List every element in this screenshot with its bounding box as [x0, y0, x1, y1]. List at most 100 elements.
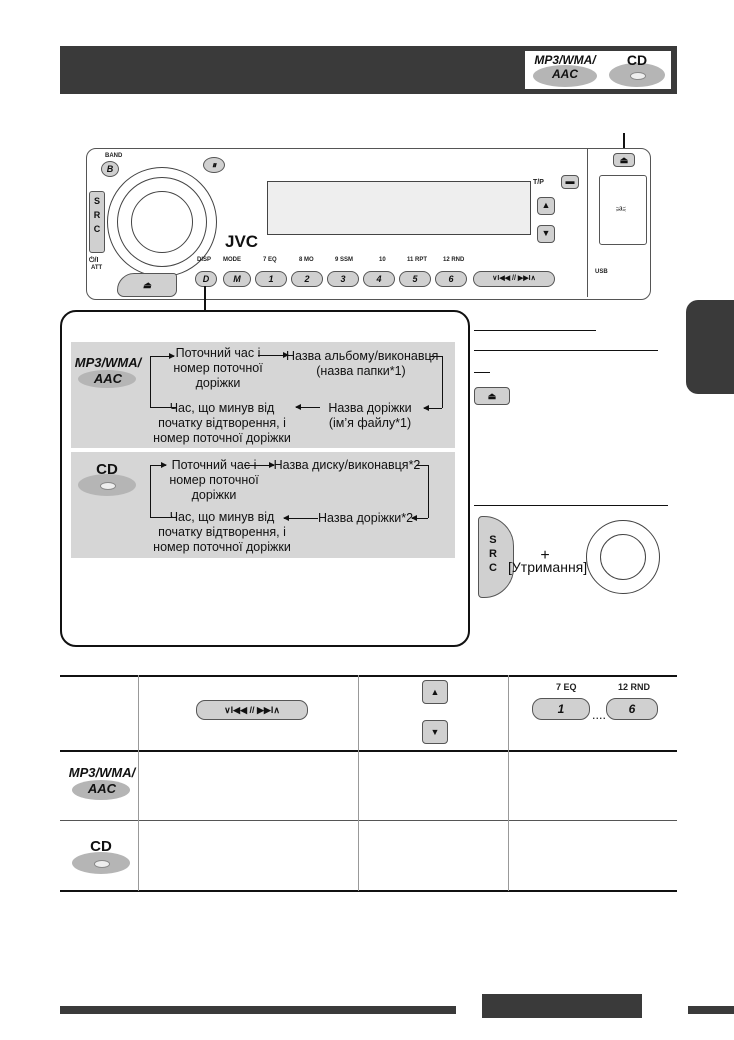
- arrow: [150, 462, 167, 468]
- mp3-album-artist-1: Назва альбому/виконавця: [286, 349, 439, 363]
- mp3-elapsed-1: Час, що минув від: [169, 401, 275, 415]
- rnd-label: 12 RND: [443, 257, 465, 263]
- volume-knob-center: [131, 191, 193, 253]
- tp-label: T/P: [533, 179, 544, 186]
- eject-tray-button[interactable]: ⏏: [117, 273, 177, 297]
- footer-bar: [60, 1006, 456, 1014]
- cd-logo: CD: [96, 461, 118, 478]
- arrow: [283, 515, 318, 521]
- cd-current-time-2: номер поточної: [169, 473, 259, 487]
- band-label: BAND: [105, 153, 123, 159]
- table-bottom-rule: [60, 890, 677, 892]
- text-line: [474, 330, 596, 331]
- cd-current-time-1: Поточний час і: [171, 458, 257, 472]
- text-line: [474, 350, 658, 351]
- cd-elapsed-2: початку відтворення, і: [158, 525, 286, 539]
- arrow: [258, 352, 289, 358]
- preset-2-button[interactable]: 2: [291, 271, 323, 287]
- eq-label: 7 EQ: [263, 257, 277, 263]
- arrow: [244, 462, 275, 468]
- mp3-track-name-2: (ім’я файлу*1): [328, 416, 412, 430]
- cd-current-time-3: доріжки: [191, 488, 237, 502]
- eject-button[interactable]: ⏏: [613, 153, 635, 167]
- preset-1-button[interactable]: 1: [255, 271, 287, 287]
- mp3-elapsed-3: номер поточної доріжки: [153, 431, 291, 445]
- preset-1-illustration: 1: [532, 698, 590, 720]
- arrow-line: [416, 465, 428, 466]
- disp-label: DISP: [197, 257, 212, 263]
- ssm-label: 9 SSM: [335, 257, 354, 263]
- footer-block: [482, 994, 642, 1018]
- tp-button[interactable]: ▬: [561, 175, 579, 189]
- disc-icon: [533, 65, 597, 87]
- cd-disc-icon: [78, 474, 136, 496]
- aac-logo: AAC: [93, 371, 123, 386]
- mp3-wma-logo: MP3/WMA/: [68, 765, 136, 780]
- mp3-album-artist-2: (назва папки*1): [316, 364, 406, 378]
- preset-3-button[interactable]: 3: [327, 271, 359, 287]
- cd-logo: CD: [626, 52, 648, 68]
- pause-button[interactable]: ⏸: [203, 157, 225, 173]
- arrow: [295, 404, 320, 410]
- preset-5-button[interactable]: 5: [399, 271, 431, 287]
- usb-label: USB: [595, 269, 608, 275]
- arrow: [423, 405, 442, 411]
- aac-logo: AAC: [552, 67, 578, 81]
- arrow-line: [442, 356, 443, 408]
- down-button[interactable]: ▼: [537, 225, 555, 243]
- mp3-current-time-3: доріжки: [195, 376, 241, 390]
- mode-label: MODE: [223, 257, 241, 263]
- table-header-rule: [60, 750, 677, 752]
- skip-button[interactable]: ∨I◀◀ // ▶▶I∧: [473, 271, 555, 287]
- language-tab: [686, 300, 734, 394]
- footer-bar-right: [688, 1006, 734, 1014]
- preset-4-button[interactable]: 4: [363, 271, 395, 287]
- mode-button[interactable]: M: [223, 271, 251, 287]
- arrow-line: [430, 356, 442, 357]
- knob-illustration: [586, 520, 660, 594]
- rpt-label: 11 RPT: [407, 257, 428, 263]
- usb-port[interactable]: ⎃: [599, 175, 647, 245]
- col-divider: [358, 675, 359, 891]
- arrow-line: [150, 517, 176, 518]
- jvc-logo: JVC: [225, 232, 259, 251]
- rnd-label: 12 RND: [618, 682, 651, 692]
- att-label: ATT: [91, 265, 103, 271]
- arrow-line: [150, 407, 176, 408]
- mp3-track-name-1: Назва доріжки: [328, 401, 412, 415]
- cd-disc-icon: [609, 63, 665, 87]
- display-flow-panel: [60, 310, 470, 647]
- arrow-line: [150, 356, 151, 408]
- cd-elapsed-1: Час, що минув від: [169, 510, 275, 524]
- mp3-wma-logo: MP3/WMA/: [534, 53, 596, 67]
- power-label: ⏻/I: [89, 257, 99, 264]
- disp-button[interactable]: D: [195, 271, 217, 287]
- skip-button-illustration: ∨I◀◀ // ▶▶I∧: [196, 700, 308, 720]
- cd-flow-row: [71, 452, 455, 558]
- cd-disc-icon: [72, 852, 130, 874]
- eject-button[interactable]: ⏏: [474, 387, 510, 405]
- cd-disc-artist: Назва диску/виконавця*2: [273, 458, 421, 472]
- plus-sign: +: [540, 547, 550, 564]
- lcd-display: [267, 181, 531, 235]
- up-button-illustration: ▲: [422, 680, 448, 704]
- pointer-line: [623, 133, 625, 157]
- section-line: [474, 505, 668, 506]
- mp3-wma-logo: MP3/WMA/: [74, 355, 142, 370]
- pointer-line-d: [204, 286, 206, 312]
- dots: ....: [592, 708, 606, 722]
- disc-icon: [72, 780, 130, 800]
- band-button[interactable]: B: [101, 161, 119, 177]
- aac-logo: AAC: [87, 781, 117, 796]
- preset-6-button[interactable]: 6: [435, 271, 467, 287]
- arrow-line: [150, 465, 151, 518]
- volume-knob[interactable]: [117, 177, 207, 267]
- mp3-flow-row: [71, 342, 455, 448]
- ten-label: 10: [379, 257, 386, 263]
- mp3-current-time-2: номер поточної: [173, 361, 263, 375]
- up-button[interactable]: ▲: [537, 197, 555, 215]
- mo-label: 8 MO: [299, 257, 314, 263]
